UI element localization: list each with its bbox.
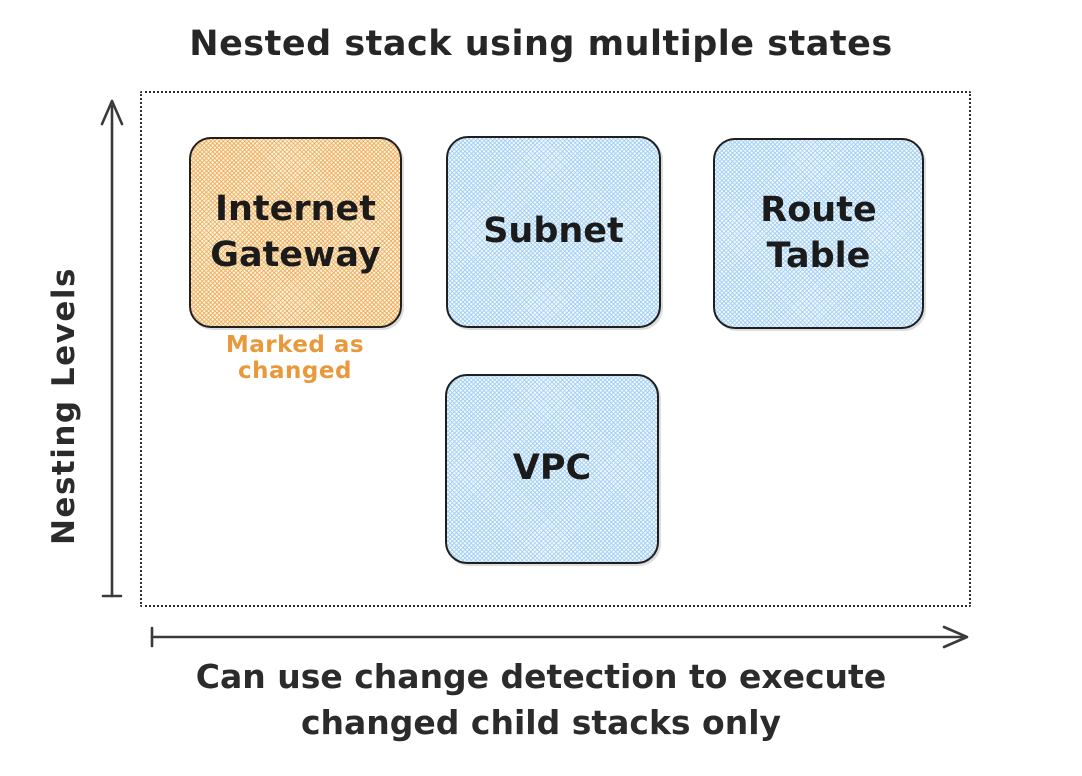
y-axis-label: Nesting Levels — [46, 267, 82, 546]
box-subnet-label: Subnet — [483, 211, 624, 252]
box-vpc-label: VPC — [512, 448, 592, 489]
x-axis-caption-line1: Can use change detection to execute — [195, 657, 887, 696]
marked-as-changed-note: Marked as changed — [225, 332, 365, 384]
x-axis-arrow — [150, 625, 969, 649]
box-subnet: Subnet — [446, 136, 661, 328]
stack-boundary-box — [140, 91, 971, 607]
box-internet-gateway-label: Internet Gateway — [210, 189, 381, 275]
x-axis-caption: Can use change detection to execute chan… — [0, 654, 1082, 745]
box-route-table-label: Route Table — [760, 190, 877, 276]
box-vpc: VPC — [445, 374, 659, 564]
x-axis-caption-line2: changed child stacks only — [300, 702, 782, 742]
box-internet-gateway: Internet Gateway — [189, 137, 402, 328]
diagram-title: Nested stack using multiple states — [189, 24, 893, 64]
box-route-table: Route Table — [713, 138, 924, 329]
y-axis-arrow — [100, 99, 124, 598]
